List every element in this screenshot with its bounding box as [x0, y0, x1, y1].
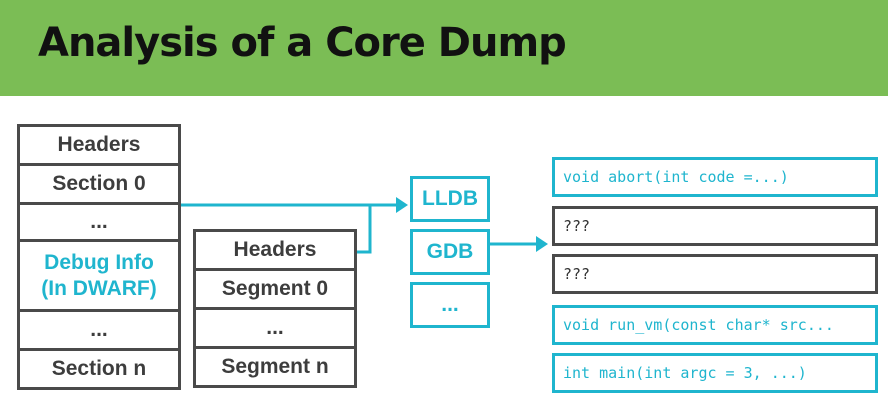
- page-title: Analysis of a Core Dump: [38, 20, 567, 66]
- core-segment-n-cell: Segment n: [193, 346, 357, 388]
- elf-debug-info-cell: Debug Info (In DWARF): [17, 239, 181, 312]
- arrowhead-to-debugger: [396, 197, 408, 213]
- stack-frame-unknown-1: ???: [552, 206, 878, 246]
- stack-frame-abort: void abort(int code =...): [552, 157, 878, 197]
- stack-frame-run-vm: void run_vm(const char* src...: [552, 305, 878, 345]
- core-to-lldb-line: [357, 205, 372, 254]
- elf-file-stack: Headers Section 0 ... Debug Info (In DWA…: [17, 124, 181, 390]
- stack-frame-unknown-2: ???: [552, 254, 878, 294]
- debugger-ellipsis-box: ...: [410, 282, 490, 328]
- core-ellipsis-cell: ...: [193, 307, 357, 349]
- elf-section-n-cell: Section n: [17, 348, 181, 390]
- arrowhead-to-stack: [536, 236, 548, 252]
- lldb-box: LLDB: [410, 176, 490, 222]
- core-file-stack: Headers Segment 0 ... Segment n: [193, 229, 357, 388]
- stack-frame-main: int main(int argc = 3, ...): [552, 353, 878, 393]
- gdb-box: GDB: [410, 229, 490, 275]
- core-headers-cell: Headers: [193, 229, 357, 271]
- elf-section-0-cell: Section 0: [17, 163, 181, 205]
- title-banner: [0, 0, 888, 96]
